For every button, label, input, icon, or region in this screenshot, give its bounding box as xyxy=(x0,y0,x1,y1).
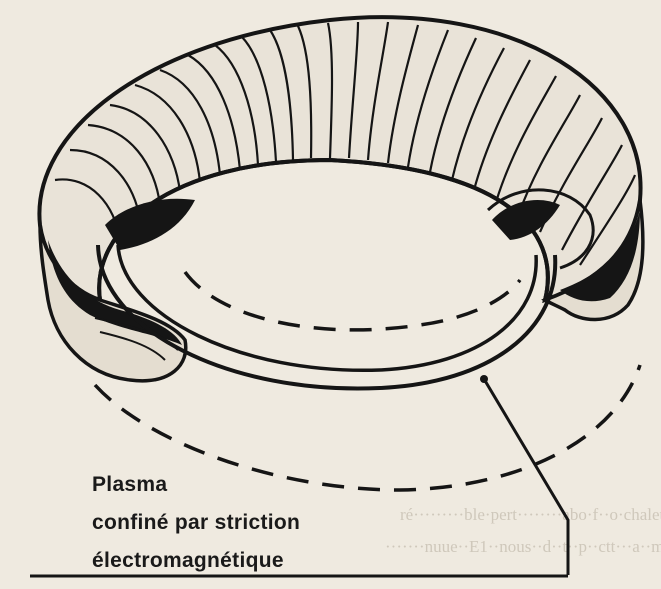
caption-line-2: confiné par striction xyxy=(92,504,300,542)
caption-line-3: électromagnétique xyxy=(92,542,300,580)
leader-line xyxy=(484,379,568,575)
plasma-caption: Plasma confiné par striction électromagn… xyxy=(92,466,300,580)
hidden-edge-inner xyxy=(185,272,520,330)
caption-line-1: Plasma xyxy=(92,466,300,504)
